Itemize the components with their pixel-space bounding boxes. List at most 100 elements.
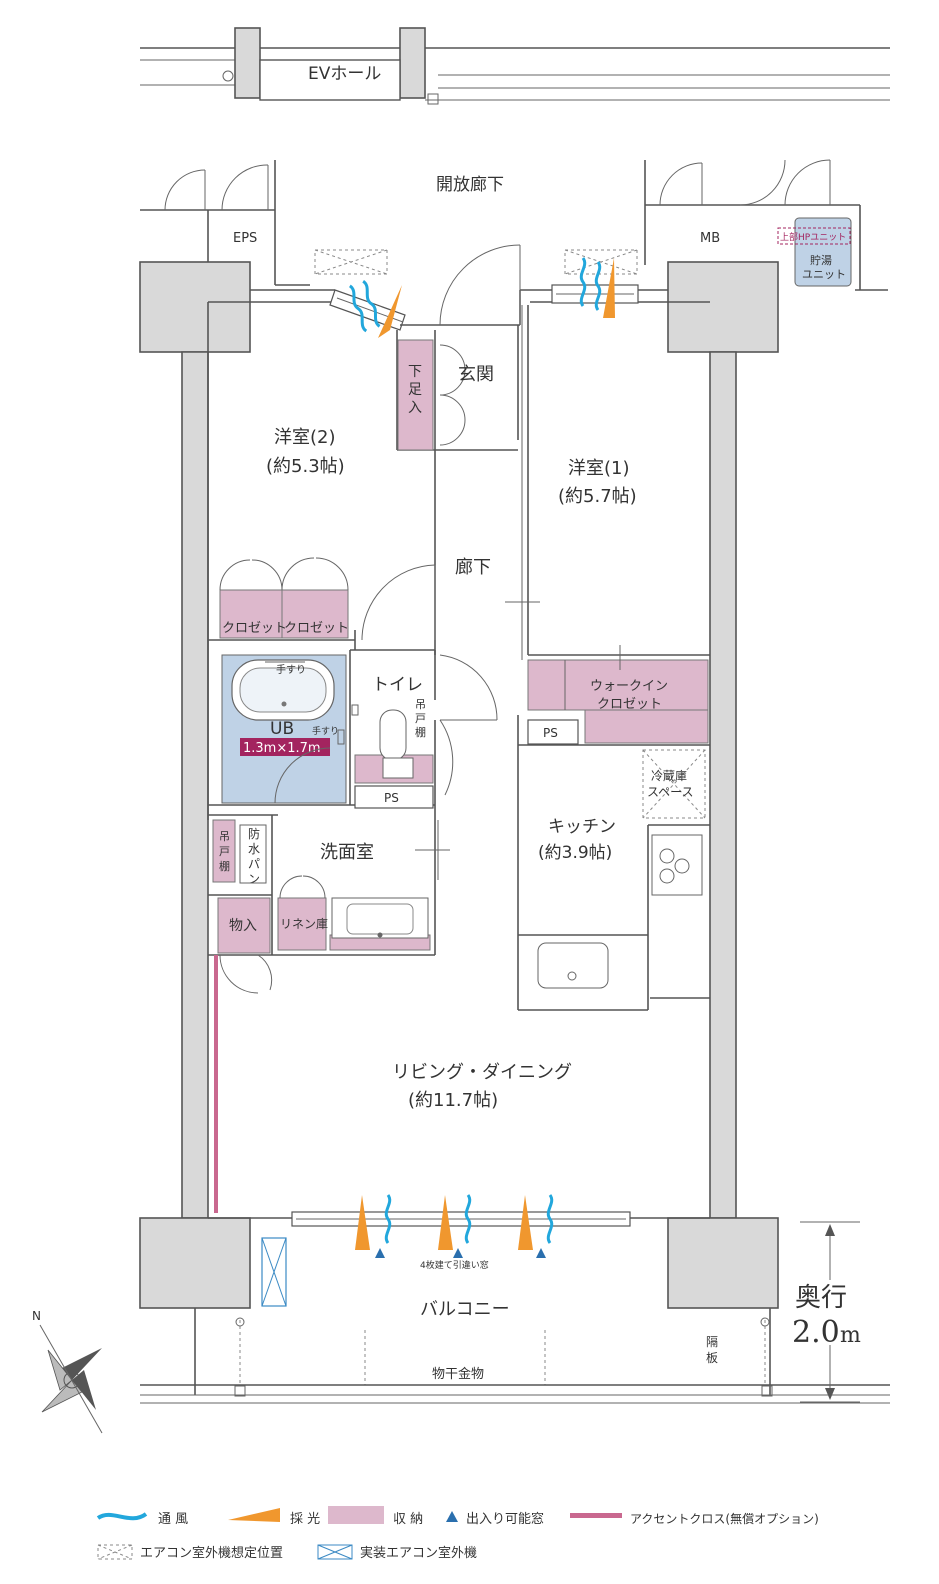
washroom-label: 洗面室 bbox=[320, 842, 374, 863]
legend-accent-cross: アクセントクロス(無償オプション) bbox=[630, 1511, 819, 1526]
room1-size-label: (約5.7帖) bbox=[558, 486, 637, 507]
handrail-label-1: 手すり bbox=[276, 663, 306, 676]
clothes-hanger-label: 物干金物 bbox=[432, 1366, 484, 1382]
hp-unit-label: 上部HPユニット bbox=[780, 231, 846, 243]
fridge-label-1: 冷蔵庫 bbox=[651, 769, 687, 783]
svg-text:隔 板: 隔 板 bbox=[706, 1335, 722, 1365]
storage-closet: 物入 bbox=[217, 897, 271, 954]
svg-text:下 足 入: 下 足 入 bbox=[408, 364, 426, 416]
wash-shelf-char-2: 戸 bbox=[219, 845, 230, 858]
wash-shelf-char-1: 吊 bbox=[219, 830, 230, 843]
shoe-storage-char-2: 足 bbox=[408, 382, 422, 398]
ac-outdoor-planned-top bbox=[314, 249, 638, 275]
waterproof-pan-char-1: 防 bbox=[248, 826, 260, 841]
window-note: 4枚建て引違い窓 bbox=[420, 1259, 489, 1271]
ev-hall-label: EVホール bbox=[308, 64, 381, 84]
handrail-label-2: 手すり bbox=[312, 725, 339, 737]
hallway-label: 廊下 bbox=[455, 557, 491, 578]
wash-shelf-char-3: 棚 bbox=[219, 859, 230, 873]
kitchen-name-label: キッチン bbox=[548, 817, 616, 837]
unit-bath: 手すり UB 手すり 1.3m×1.7m bbox=[221, 654, 347, 804]
shoe-storage-char-1: 下 bbox=[408, 364, 422, 380]
svg-text:吊 戸 棚: 吊 戸 棚 bbox=[415, 698, 430, 739]
partition-char-2: 板 bbox=[706, 1351, 718, 1365]
shoe-storage-char-3: 入 bbox=[408, 400, 422, 416]
open-corridor-label: 開放廊下 bbox=[436, 175, 504, 195]
mb-label: MB bbox=[700, 231, 720, 246]
room2-size-label: (約5.3帖) bbox=[266, 456, 345, 477]
waterproof-pan-char-2: 水 bbox=[248, 842, 260, 856]
light-legend-icon bbox=[228, 1508, 280, 1522]
balcony-depth: 奥行 2.0 m bbox=[792, 1221, 861, 1403]
kitchen-sink bbox=[537, 942, 609, 989]
room2-name-label: 洋室(2) bbox=[274, 427, 336, 448]
toilet-label: トイレ bbox=[372, 675, 423, 695]
legend: 通 風 採 光 収 納 出入り可能窓 アクセントクロス(無償オプション) エアコ… bbox=[96, 1506, 819, 1561]
kitchen-size-label: (約3.9帖) bbox=[538, 843, 612, 863]
window-legend-icon bbox=[446, 1511, 458, 1522]
mb-area: MB 上部HPユニット 貯湯 ユニット bbox=[644, 159, 888, 291]
toilet-shelf-char-2: 戸 bbox=[415, 712, 426, 725]
balcony-label: バルコニー bbox=[420, 1299, 510, 1320]
fridge-label-2: スペース bbox=[647, 785, 694, 799]
closets-room2: クロゼット クロゼット bbox=[219, 557, 349, 639]
toilet-shelf-char-3: 棚 bbox=[415, 725, 426, 739]
accent-legend-swatch bbox=[570, 1513, 622, 1518]
water-heater-label-1: 貯湯 bbox=[810, 254, 832, 267]
wic-label-1: ウォークイン bbox=[590, 679, 668, 694]
ub-size-tag bbox=[240, 738, 330, 756]
svg-text:防 水 パ ン: 防 水 パ ン bbox=[248, 826, 264, 886]
ps-toilet-label: PS bbox=[384, 791, 399, 805]
ub-size-label: 1.3m×1.7m bbox=[243, 741, 321, 756]
ev-hall-area: EVホール bbox=[140, 27, 890, 105]
toilet-bowl bbox=[379, 709, 407, 761]
eps-area: EPS bbox=[140, 160, 276, 285]
wind-and-light-markers bbox=[346, 256, 615, 1258]
water-heater-label-2: ユニット bbox=[802, 268, 846, 281]
wind-legend-icon bbox=[96, 1512, 148, 1521]
kitchen-area: 冷蔵庫 スペース キッチン (約3.9帖) bbox=[537, 749, 706, 989]
washroom-area: 吊 戸 棚 防 水 パ ン 洗面室 リネン庫 bbox=[212, 819, 431, 951]
legend-doorway-window: 出入り可能窓 bbox=[466, 1511, 544, 1527]
legend-storage: 収 納 bbox=[393, 1512, 423, 1527]
ps-wic-box bbox=[527, 719, 579, 745]
legend-ac-installed: 実装エアコン室外機 bbox=[360, 1545, 477, 1561]
ps-wic-label: PS bbox=[543, 726, 558, 740]
water-heater-unit bbox=[794, 217, 852, 287]
depth-unit: m bbox=[840, 1323, 861, 1348]
toilet-shelf-char-1: 吊 bbox=[415, 698, 426, 711]
living-size-label: (約11.7帖) bbox=[408, 1090, 498, 1111]
legend-lighting: 採 光 bbox=[290, 1512, 320, 1527]
ac-installed-legend-icon bbox=[317, 1544, 353, 1560]
balcony-area: バルコニー 隔 板 物干金物 bbox=[140, 1237, 890, 1404]
legend-ventilation: 通 風 bbox=[158, 1512, 188, 1527]
compass-icon: N bbox=[32, 1309, 103, 1434]
walk-in-closet: ウォークイン クロゼット PS bbox=[527, 645, 709, 745]
waterproof-pan-char-4: ン bbox=[248, 872, 260, 886]
partition-char-1: 隔 bbox=[706, 1335, 718, 1349]
linen-label: リネン庫 bbox=[280, 917, 328, 931]
cooktop bbox=[651, 834, 703, 896]
living-window: 4枚建て引違い窓 bbox=[291, 1211, 631, 1271]
shoe-storage: 下 足 入 bbox=[397, 339, 466, 451]
closet-b-label: クロゼット bbox=[284, 621, 349, 636]
legend-ac-planned: エアコン室外機想定位置 bbox=[140, 1545, 283, 1561]
eps-label: EPS bbox=[233, 231, 257, 246]
svg-text:吊 戸 棚: 吊 戸 棚 bbox=[219, 830, 234, 873]
closet-a-label: クロゼット bbox=[222, 621, 287, 636]
wic-label-2: クロゼット bbox=[597, 697, 662, 712]
depth-label: 奥行 bbox=[795, 1283, 847, 1313]
toilet-room: トイレ 吊 戸 棚 PS bbox=[351, 675, 434, 809]
room1-name-label: 洋室(1) bbox=[568, 458, 630, 479]
entrance-door bbox=[400, 244, 639, 326]
ub-label: UB bbox=[270, 719, 294, 739]
hp-unit-outline bbox=[777, 227, 851, 245]
outer-walls bbox=[139, 261, 779, 1309]
depth-value: 2.0 bbox=[792, 1315, 840, 1350]
accent-cross-strip bbox=[214, 955, 218, 1213]
storage-legend-swatch bbox=[328, 1506, 384, 1524]
entrance-label: 玄関 bbox=[458, 364, 494, 385]
living-name-label: リビング・ダイニング bbox=[392, 1062, 572, 1083]
compass-n-label: N bbox=[32, 1309, 41, 1323]
